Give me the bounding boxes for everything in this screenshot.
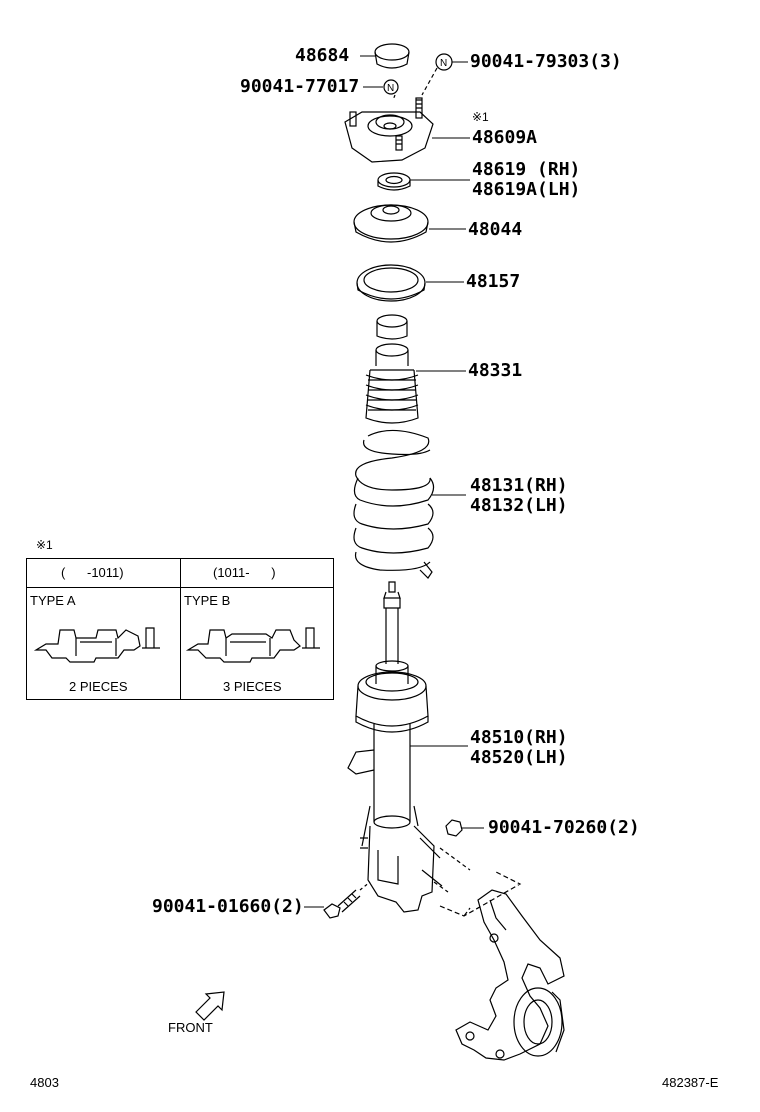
label-90041-79303[interactable]: 90041-79303(3) bbox=[470, 51, 622, 72]
inset-pieces-a: 2 PIECES bbox=[69, 679, 128, 694]
label-90041-77017[interactable]: 90041-77017 bbox=[240, 76, 360, 97]
label-48684[interactable]: 48684 bbox=[295, 45, 350, 66]
label-48044[interactable]: 48044 bbox=[468, 219, 523, 240]
dust-cap-part[interactable] bbox=[374, 43, 410, 69]
spring-insulator-part[interactable] bbox=[356, 264, 426, 302]
nut-part[interactable]: N bbox=[383, 79, 399, 95]
svg-text:N: N bbox=[440, 58, 447, 69]
leader-dashed bbox=[421, 67, 438, 96]
inset-type-b: TYPE B bbox=[184, 593, 231, 608]
label-48520-lh[interactable]: 48520(LH) bbox=[470, 747, 568, 768]
label-48619a-lh[interactable]: 48619A(LH) bbox=[472, 179, 581, 200]
type-b-bracket-drawing bbox=[185, 627, 320, 663]
svg-text:N: N bbox=[387, 83, 394, 94]
label-48609a[interactable]: 48609A bbox=[472, 127, 538, 148]
figure-code: 482387-E bbox=[662, 1075, 719, 1090]
leader-lines bbox=[304, 55, 484, 908]
label-48619-rh[interactable]: 48619 (RH) bbox=[472, 159, 581, 180]
page-code: 4803 bbox=[30, 1075, 59, 1090]
hex-nut-part[interactable] bbox=[445, 819, 463, 837]
nut-n-part[interactable]: N bbox=[435, 53, 453, 71]
variant-inset-table: ( -1011) (1011- ) TYPE A TYPE B 2 PIECES… bbox=[26, 558, 334, 700]
ref-mark: ※1 bbox=[472, 110, 489, 124]
label-48510-rh[interactable]: 48510(RH) bbox=[470, 727, 568, 748]
type-a-bracket-drawing bbox=[33, 627, 160, 663]
label-48132-lh[interactable]: 48132(LH) bbox=[470, 495, 568, 516]
label-48131-rh[interactable]: 48131(RH) bbox=[470, 475, 568, 496]
label-48331[interactable]: 48331 bbox=[468, 360, 523, 381]
bumper-boot-part[interactable] bbox=[365, 314, 419, 424]
front-label: FRONT bbox=[168, 1020, 213, 1035]
steering-knuckle-part bbox=[455, 889, 565, 1061]
spring-upper-seat-part[interactable] bbox=[353, 204, 429, 243]
inset-divider-vertical bbox=[180, 559, 181, 699]
inset-ref-mark: ※1 bbox=[36, 538, 53, 552]
bearing-part[interactable] bbox=[377, 172, 411, 191]
bolt-part[interactable] bbox=[323, 889, 361, 919]
inset-type-a: TYPE A bbox=[30, 593, 76, 608]
front-arrow-icon bbox=[195, 991, 225, 1021]
label-90041-70260[interactable]: 90041-70260(2) bbox=[488, 817, 640, 838]
label-90041-01660[interactable]: 90041-01660(2) bbox=[152, 896, 304, 917]
label-48157[interactable]: 48157 bbox=[466, 271, 521, 292]
shock-absorber-part[interactable] bbox=[347, 581, 443, 913]
upper-support-part[interactable] bbox=[344, 97, 434, 163]
inset-col-a-header: ( -1011) bbox=[61, 565, 124, 580]
inset-col-b-header: (1011- ) bbox=[213, 565, 276, 580]
inset-divider-horizontal bbox=[27, 587, 333, 588]
coil-spring-part[interactable] bbox=[353, 429, 435, 579]
inset-pieces-b: 3 PIECES bbox=[223, 679, 282, 694]
